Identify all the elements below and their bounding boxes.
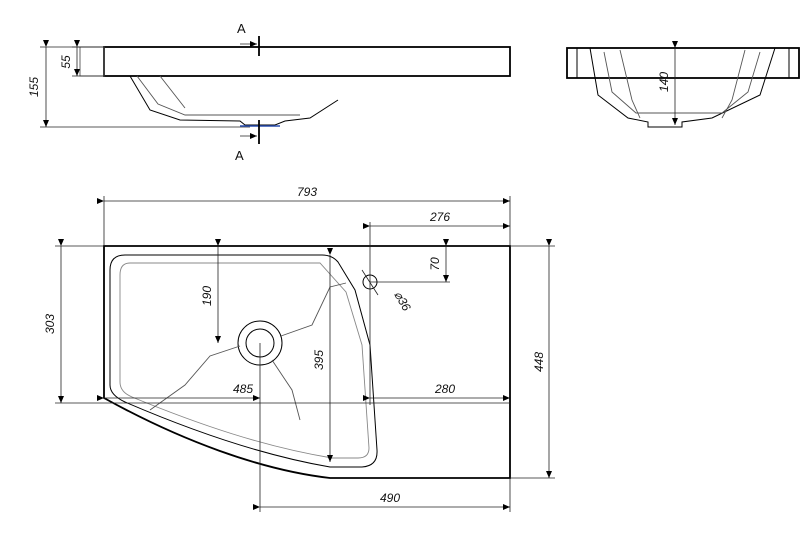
- side-slab: [103, 46, 511, 77]
- dim-190: 190: [200, 286, 214, 306]
- dim-280: 280: [434, 382, 455, 396]
- dim-155: 155: [27, 77, 41, 97]
- plan-view: 793 276 70 ⌀36 303 190 395 485 280 4: [43, 185, 555, 512]
- side-view: 155 55 A A: [27, 21, 511, 163]
- section-label-bottom: A: [235, 148, 244, 163]
- side-bowl-profile: [129, 75, 339, 126]
- dim-36: ⌀36: [391, 289, 414, 314]
- side-backsplash: [79, 46, 105, 77]
- section-slab: [566, 47, 800, 79]
- basin-rim: [109, 254, 378, 468]
- section-bowl-outer: [589, 47, 776, 128]
- dim-448: 448: [532, 352, 546, 372]
- dim-276: 276: [429, 210, 450, 224]
- dim-140: 140: [657, 72, 671, 92]
- dim-70: 70: [428, 257, 442, 271]
- dim-55: 55: [59, 55, 73, 69]
- section-view: 140: [566, 41, 800, 128]
- dim-395: 395: [312, 350, 326, 370]
- section-label-top: A: [237, 21, 246, 36]
- basin-inner: [119, 262, 370, 459]
- dim-485: 485: [233, 382, 253, 396]
- dim-490: 490: [380, 491, 400, 505]
- plan-outline: [103, 245, 511, 479]
- dim-303: 303: [43, 314, 57, 334]
- dim-793: 793: [297, 185, 317, 199]
